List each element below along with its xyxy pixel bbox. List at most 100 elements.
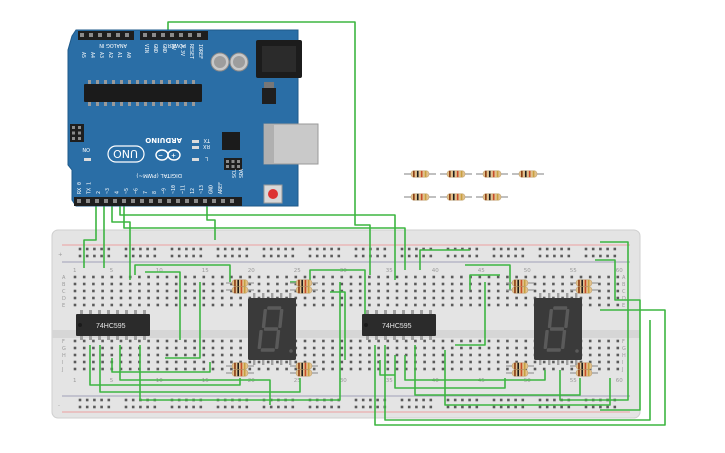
- rail-hole[interactable]: [284, 247, 287, 251]
- breadboard-hole[interactable]: [542, 367, 546, 371]
- breadboard-resistors[interactable]: [226, 279, 598, 377]
- breadboard-hole[interactable]: [193, 282, 196, 286]
- breadboard-hole[interactable]: [276, 360, 279, 364]
- breadboard-hole[interactable]: [616, 282, 620, 286]
- breadboard-hole[interactable]: [211, 360, 215, 364]
- breadboard-hole[interactable]: [82, 282, 86, 286]
- breadboard-hole[interactable]: [377, 339, 380, 343]
- breadboard-hole[interactable]: [441, 282, 445, 286]
- breadboard-hole[interactable]: [248, 367, 252, 371]
- breadboard-hole[interactable]: [128, 289, 132, 293]
- wire-chip1-h[interactable]: [139, 282, 341, 401]
- breadboard-hole[interactable]: [377, 289, 380, 293]
- rail-hole[interactable]: [315, 247, 319, 251]
- rail-hole[interactable]: [93, 398, 96, 402]
- reset-button-cap[interactable]: [268, 189, 278, 199]
- breadboard-hole[interactable]: [432, 360, 436, 364]
- rail-hole[interactable]: [538, 254, 542, 258]
- analog-pin[interactable]: [89, 33, 93, 37]
- rail-hole[interactable]: [131, 398, 135, 402]
- resistor[interactable]: [570, 362, 598, 370]
- breadboard-hole[interactable]: [487, 339, 491, 343]
- breadboard-hole[interactable]: [285, 360, 288, 364]
- rail-hole[interactable]: [291, 254, 295, 258]
- breadboard-hole[interactable]: [220, 339, 224, 343]
- breadboard-hole[interactable]: [404, 303, 408, 307]
- rail-hole[interactable]: [606, 254, 609, 258]
- digital-pin[interactable]: [140, 199, 144, 203]
- rail-hole[interactable]: [337, 254, 341, 258]
- breadboard-hole[interactable]: [303, 303, 307, 307]
- breadboard-hole[interactable]: [349, 353, 353, 357]
- breadboard-hole[interactable]: [82, 275, 86, 279]
- breadboard-hole[interactable]: [469, 289, 472, 293]
- rail-hole[interactable]: [400, 405, 404, 409]
- breadboard-hole[interactable]: [156, 346, 160, 350]
- rail-hole[interactable]: [216, 405, 220, 409]
- breadboard-hole[interactable]: [616, 360, 620, 364]
- rail-hole[interactable]: [216, 247, 220, 251]
- rail-hole[interactable]: [85, 398, 89, 402]
- breadboard-hole[interactable]: [616, 367, 620, 371]
- breadboard-hole[interactable]: [496, 353, 500, 357]
- breadboard-hole[interactable]: [358, 303, 362, 307]
- breadboard-hole[interactable]: [322, 275, 325, 279]
- rail-hole[interactable]: [545, 254, 549, 258]
- breadboard-hole[interactable]: [294, 282, 298, 286]
- breadboard-hole[interactable]: [395, 339, 399, 343]
- breadboard-hole[interactable]: [598, 353, 601, 357]
- breadboard-hole[interactable]: [542, 360, 546, 364]
- rail-hole[interactable]: [361, 405, 365, 409]
- rail-hole[interactable]: [492, 398, 496, 402]
- rail-hole[interactable]: [284, 254, 287, 258]
- breadboard-hole[interactable]: [496, 346, 500, 350]
- breadboard-hole[interactable]: [303, 346, 307, 350]
- breadboard-hole[interactable]: [276, 289, 279, 293]
- rail-hole[interactable]: [78, 254, 82, 258]
- breadboard-holes[interactable]: [73, 247, 620, 409]
- breadboard-hole[interactable]: [368, 339, 371, 343]
- breadboard-hole[interactable]: [110, 275, 114, 279]
- breadboard-hole[interactable]: [423, 367, 426, 371]
- breadboard-hole[interactable]: [340, 303, 344, 307]
- breadboard-hole[interactable]: [257, 275, 261, 279]
- breadboard-hole[interactable]: [579, 275, 583, 279]
- breadboard-hole[interactable]: [395, 346, 399, 350]
- breadboard-hole[interactable]: [230, 296, 233, 300]
- breadboard-hole[interactable]: [294, 275, 298, 279]
- rail-hole[interactable]: [139, 405, 142, 409]
- breadboard-hole[interactable]: [561, 282, 564, 286]
- resistor[interactable]: [290, 362, 318, 370]
- rail-hole[interactable]: [553, 254, 556, 258]
- breadboard-hole[interactable]: [423, 282, 426, 286]
- breadboard-hole[interactable]: [533, 367, 537, 371]
- rail-hole[interactable]: [538, 398, 542, 402]
- breadboard-hole[interactable]: [506, 360, 509, 364]
- rail-hole[interactable]: [216, 254, 220, 258]
- rail-hole[interactable]: [291, 247, 295, 251]
- breadboard-hole[interactable]: [73, 296, 77, 300]
- breadboard-hole[interactable]: [469, 360, 472, 364]
- wire-chip1-b[interactable]: [145, 271, 181, 340]
- breadboard-hole[interactable]: [404, 367, 408, 371]
- rail-hole[interactable]: [591, 247, 595, 251]
- breadboard-hole[interactable]: [266, 275, 270, 279]
- digital-pin[interactable]: [203, 199, 207, 203]
- digital-pin[interactable]: [167, 199, 171, 203]
- rail-hole[interactable]: [223, 247, 227, 251]
- rail-hole[interactable]: [400, 254, 404, 258]
- wire-chip2-l[interactable]: [419, 249, 470, 270]
- breadboard-hole[interactable]: [110, 303, 114, 307]
- breadboard-hole[interactable]: [128, 353, 132, 357]
- top-header-pins[interactable]: [80, 33, 201, 37]
- breadboard-hole[interactable]: [110, 353, 114, 357]
- breadboard-hole[interactable]: [322, 296, 325, 300]
- rail-hole[interactable]: [308, 247, 312, 251]
- rail-hole[interactable]: [560, 405, 563, 409]
- rail-hole[interactable]: [446, 405, 450, 409]
- breadboard-hole[interactable]: [588, 346, 592, 350]
- breadboard-hole[interactable]: [202, 275, 206, 279]
- rail-hole[interactable]: [407, 254, 411, 258]
- rail-hole[interactable]: [461, 398, 464, 402]
- breadboard-hole[interactable]: [423, 296, 426, 300]
